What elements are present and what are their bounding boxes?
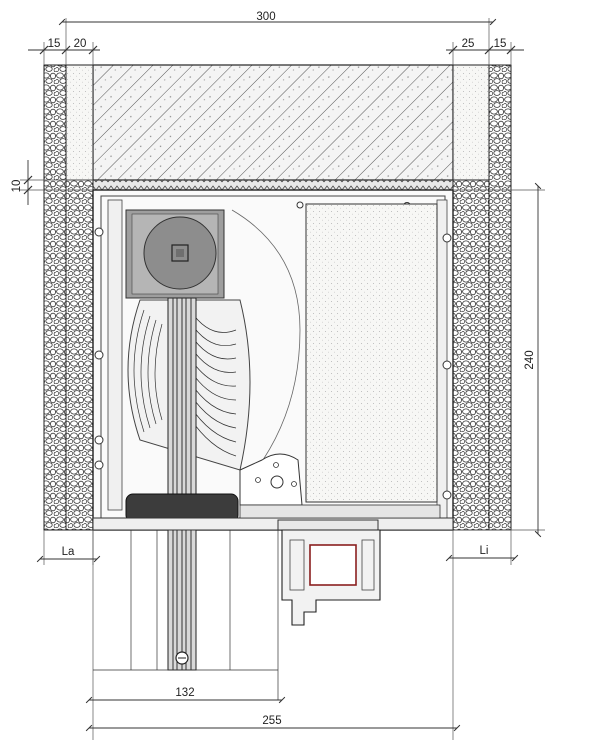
reveal-lines [92,530,454,740]
dimension-255: 255 [85,715,461,732]
masonry-left-outer-leaf [43,64,67,531]
dim-label-10: 10 [11,180,23,193]
dimension-132: 132 [85,687,286,704]
lintel-insulation-strip [92,179,454,191]
dimension-300: 300 [58,11,497,65]
dimension-top-right-segments: 25 15 [446,38,524,65]
dimension-la: La [36,530,101,565]
masonry-right-outer-leaf [488,64,512,531]
dim-label-255: 255 [262,715,281,727]
box-side-screws [94,201,452,500]
concrete-lintel [65,64,490,181]
insulation-block [305,203,438,503]
dim-label-la: La [62,546,75,558]
dim-label-300: 300 [256,11,275,23]
dim-label-right-25: 25 [462,38,475,50]
dim-label-240: 240 [524,350,536,369]
dim-label-left-15: 15 [48,38,61,50]
dimension-10-vertical: 10 [11,160,93,205]
inspection-flap [239,453,303,506]
dim-label-right-15: 15 [494,38,507,50]
dimension-li: Li [445,530,519,565]
window-frame-profile [277,519,381,626]
masonry-right-inner-leaf [452,179,490,531]
guide-rail-channel [167,297,197,671]
roller-shaft [125,209,225,299]
masonry-left-inner-leaf [65,179,94,531]
dim-label-li: Li [480,545,489,557]
dimension-top-left-segments: 15 20 [28,38,100,65]
dim-label-132: 132 [175,687,194,699]
dim-label-left-20: 20 [74,38,87,50]
dimension-240-vertical: 240 [453,182,545,538]
